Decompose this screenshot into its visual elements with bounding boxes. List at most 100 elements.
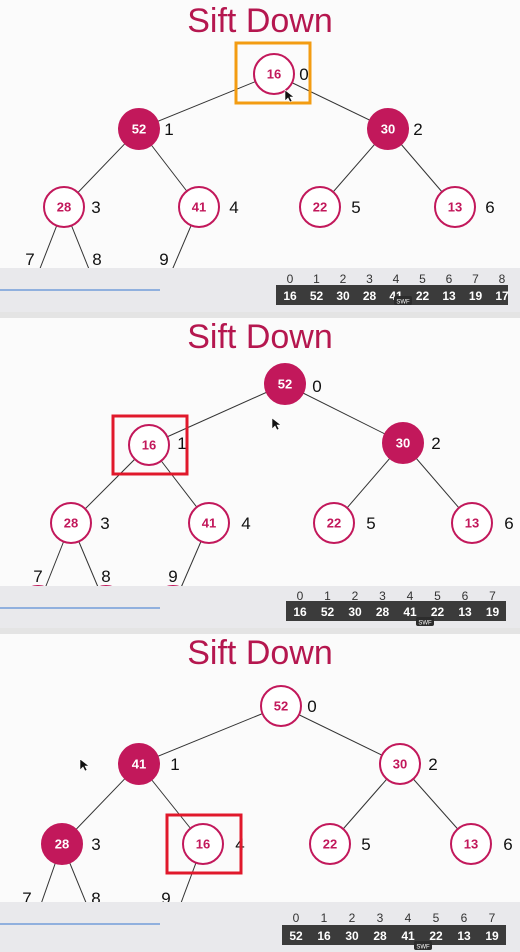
array-index: 3 — [379, 589, 386, 603]
mouse-pointer-icon — [271, 417, 282, 431]
array-value: 22 — [431, 605, 445, 619]
array-index: 5 — [419, 272, 426, 286]
node-circle — [260, 685, 302, 727]
node-circle — [50, 502, 92, 544]
node-value: 30 — [393, 757, 407, 772]
node-index: 3 — [100, 514, 109, 533]
node-value: 41 — [132, 757, 146, 772]
array-index: 5 — [433, 911, 440, 925]
node-index: 3 — [91, 835, 100, 854]
array-value: 30 — [345, 929, 359, 943]
heap-node: 52 1 — [118, 108, 174, 150]
swf-badge-label: SWF — [396, 300, 410, 306]
tree-edge — [148, 383, 286, 446]
array-value: 19 — [486, 605, 500, 619]
array-index: 7 — [489, 589, 496, 603]
swf-badge-icon: SWF — [414, 941, 432, 951]
array-index: 3 — [366, 272, 373, 286]
swf-badge-icon: SWF — [394, 296, 412, 306]
node-index: 9 — [168, 567, 177, 586]
heap-node: 13 6 — [450, 823, 513, 865]
node-circle — [309, 823, 351, 865]
array-value: 16 — [293, 605, 307, 619]
node-value: 28 — [55, 837, 69, 852]
node-circle — [128, 424, 170, 466]
current-node-highlight — [165, 813, 243, 875]
slide-title: Sift Down — [187, 2, 333, 40]
node-value: 22 — [323, 837, 337, 852]
array-value: 16 — [317, 929, 331, 943]
array-value: 28 — [376, 605, 390, 619]
node-index: 5 — [366, 514, 375, 533]
node-index: 3 — [91, 198, 100, 217]
node-index: 1 — [177, 434, 186, 453]
mouse-pointer-icon — [79, 758, 90, 772]
node-circle — [451, 502, 493, 544]
array-value: 17 — [495, 289, 509, 303]
node-circle — [43, 186, 85, 228]
node-value: 52 — [274, 699, 288, 714]
array-values-strip — [276, 285, 508, 305]
node-index: 7 — [33, 567, 42, 586]
node-index: 2 — [413, 120, 422, 139]
node-index: 7 — [22, 889, 31, 908]
tree-edge — [284, 383, 404, 444]
swf-badge-icon: SWF — [416, 617, 434, 627]
current-node-highlight — [234, 41, 312, 105]
node-value: 28 — [57, 200, 71, 215]
slide-frame-3: Sift Down5204113022831642251361971781590… — [0, 634, 520, 952]
node-circle — [253, 53, 295, 95]
array-index: 2 — [340, 272, 347, 286]
array-index: 1 — [324, 589, 331, 603]
node-index: 6 — [503, 835, 512, 854]
node-circle — [367, 108, 409, 150]
node-index: 1 — [164, 120, 173, 139]
tree-edge — [138, 73, 275, 130]
heap-node: 28 3 — [41, 823, 101, 865]
node-index: 1 — [170, 755, 179, 774]
node-index: 0 — [307, 697, 316, 716]
array-index: 4 — [405, 911, 412, 925]
array-value: 19 — [469, 289, 483, 303]
array-value: 13 — [457, 929, 471, 943]
array-index: 3 — [377, 911, 384, 925]
node-index: 9 — [159, 250, 168, 269]
heap-node: 41 4 — [178, 186, 239, 228]
node-circle — [182, 823, 224, 865]
node-value: 13 — [464, 837, 478, 852]
array-value: 28 — [373, 929, 387, 943]
mouse-pointer-icon — [284, 89, 295, 103]
node-value: 13 — [448, 200, 462, 215]
node-value: 30 — [381, 122, 395, 137]
array-value: 41 — [401, 929, 415, 943]
tree-edge — [273, 73, 389, 130]
node-value: 41 — [192, 200, 206, 215]
array-index: 1 — [321, 911, 328, 925]
node-index: 9 — [161, 889, 170, 908]
slide-frame-2: Sift Down5201613022834142251361971781590… — [0, 318, 520, 628]
node-index: 4 — [241, 514, 250, 533]
node-circle — [382, 422, 424, 464]
node-circle — [178, 186, 220, 228]
array-value: 13 — [458, 605, 472, 619]
array-value: 22 — [429, 929, 443, 943]
current-node-highlight — [111, 414, 189, 476]
node-index: 8 — [101, 567, 110, 586]
tree-edge — [138, 705, 282, 765]
swf-badge-label: SWF — [418, 621, 432, 627]
array-values-strip — [286, 601, 506, 621]
array-index: 0 — [297, 589, 304, 603]
node-circle — [118, 108, 160, 150]
node-index: 4 — [229, 198, 238, 217]
heap-node: 28 3 — [43, 186, 101, 228]
array-index: 4 — [407, 589, 414, 603]
node-value: 52 — [132, 122, 146, 137]
heap-node: 28 3 — [50, 502, 110, 544]
node-value: 28 — [64, 516, 78, 531]
array-value: 22 — [416, 289, 430, 303]
array-index: 2 — [349, 911, 356, 925]
